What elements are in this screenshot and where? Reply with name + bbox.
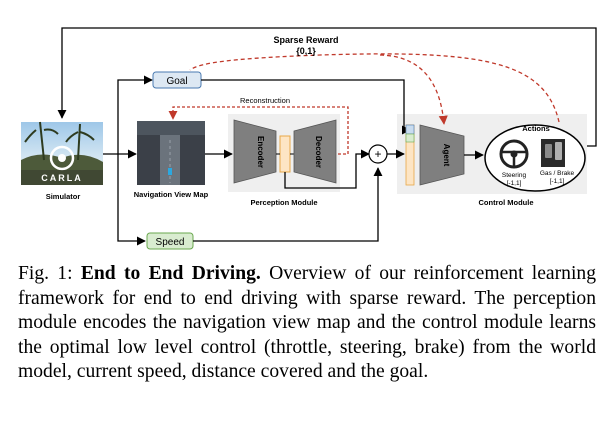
steering-wheel-icon [499, 139, 529, 169]
encoder-label: Encoder [256, 136, 265, 168]
caption-body: Overview of our reinforcement learning f… [18, 263, 596, 382]
agent-block [419, 124, 465, 186]
gas-brake-label: Gas / Brake [540, 170, 575, 177]
steering-range: [-1,1] [507, 180, 522, 187]
sparse-reward-values: {0,1} [296, 46, 316, 56]
caption-title: End to End Driving. [80, 263, 261, 284]
encoder-block [233, 119, 277, 184]
simulator-image [21, 121, 103, 185]
latent-to-plus-line [284, 149, 370, 189]
sparse-reward-arrow [189, 53, 560, 123]
reconstruction-arrow [168, 106, 349, 155]
agent-label: Agent [442, 144, 451, 167]
goal-branch-line [117, 75, 153, 154]
figure-caption: Fig. 1: End to End Driving. Overview of … [18, 262, 596, 385]
control-module-label: Control Module [479, 198, 534, 207]
speed-branch-line [117, 154, 146, 246]
perception-module-label: Perception Module [250, 198, 317, 207]
feedback-line [57, 27, 597, 147]
decoder-label: Decoder [314, 136, 323, 168]
goal-label: Goal [166, 76, 187, 87]
caption-prefix: Fig. 1: [18, 263, 73, 284]
pedals-icon [541, 139, 565, 167]
actions-group [484, 124, 586, 192]
sum-node-symbol: + [374, 147, 381, 161]
simulator-label: Simulator [46, 192, 81, 201]
reconstruction-label: Reconstruction [240, 96, 290, 105]
simulator-logo-text: CARLA [41, 173, 83, 183]
speed-to-agent-line [193, 167, 383, 242]
navigation-view-map-label: Navigation View Map [134, 190, 209, 199]
navigation-view-map-image [137, 121, 205, 185]
decoder-block [293, 119, 337, 184]
framework-diagram: CARLA Simulator Goal Speed Navigation Vi… [21, 27, 597, 250]
actions-label: Actions [522, 124, 550, 133]
sparse-reward-to-agent-arrow [379, 54, 448, 125]
steering-label: Steering [502, 172, 527, 179]
state-vector [405, 124, 415, 186]
sparse-reward-title: Sparse Reward [273, 35, 338, 45]
gas-brake-range: [-1,1] [550, 178, 565, 185]
latent-vector [279, 135, 291, 173]
speed-label: Speed [156, 237, 185, 248]
